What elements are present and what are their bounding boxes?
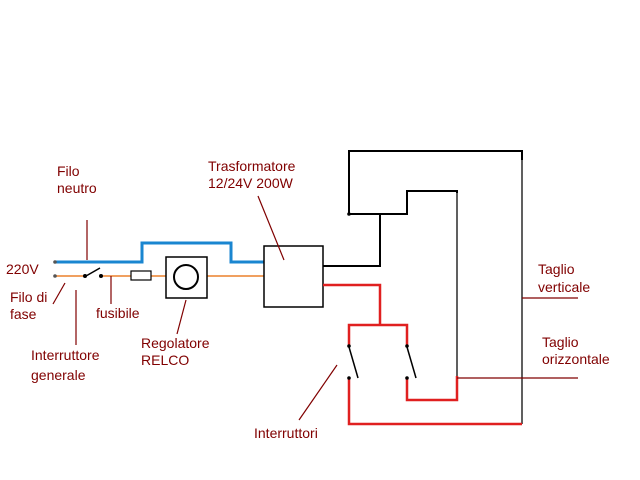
leader-lines — [52, 195, 578, 421]
label-main-switch-2: generale — [31, 367, 86, 383]
neutral-wire — [55, 241, 264, 264]
label-phase-2: fase — [10, 306, 37, 322]
switched-wire-left — [347, 378, 522, 426]
label-phase-1: Filo di — [10, 289, 47, 305]
label-horizontal-cut-2: orizzontale — [542, 351, 610, 367]
switched-wire-bar — [347, 323, 409, 345]
label-switches: Interruttori — [254, 425, 318, 441]
label-voltage: 220V — [6, 261, 39, 277]
switched-wire-feed — [323, 283, 382, 325]
label-main-switch-1: Interruttore — [31, 347, 100, 363]
low-voltage-wire — [323, 214, 381, 267]
label-regulator-1: Regolatore — [141, 335, 210, 351]
label-transformer-1: Trasformatore — [208, 158, 296, 174]
label-neutral-2: neutro — [57, 180, 97, 196]
regulator-symbol — [165, 256, 208, 299]
label-horizontal-cut-1: Taglio — [542, 334, 579, 350]
label-neutral-1: Filo — [57, 163, 80, 179]
terminal-phase — [53, 274, 57, 278]
label-regulator-2: RELCO — [141, 352, 189, 368]
switched-wire-right — [405, 376, 459, 402]
label-transformer-2: 12/24V 200W — [208, 175, 294, 191]
label-vertical-cut-2: verticale — [538, 279, 590, 295]
fuse-symbol — [130, 270, 152, 281]
label-fuse: fusibile — [96, 305, 140, 321]
terminal-neutral — [53, 260, 57, 264]
main-switch-symbol — [83, 267, 103, 278]
switch-right-symbol — [405, 344, 417, 380]
transformer-symbol — [263, 245, 324, 308]
light-outline-black — [349, 190, 458, 376]
light-terminal — [347, 212, 351, 216]
switch-left-symbol — [347, 344, 359, 380]
label-vertical-cut-1: Taglio — [538, 261, 575, 277]
